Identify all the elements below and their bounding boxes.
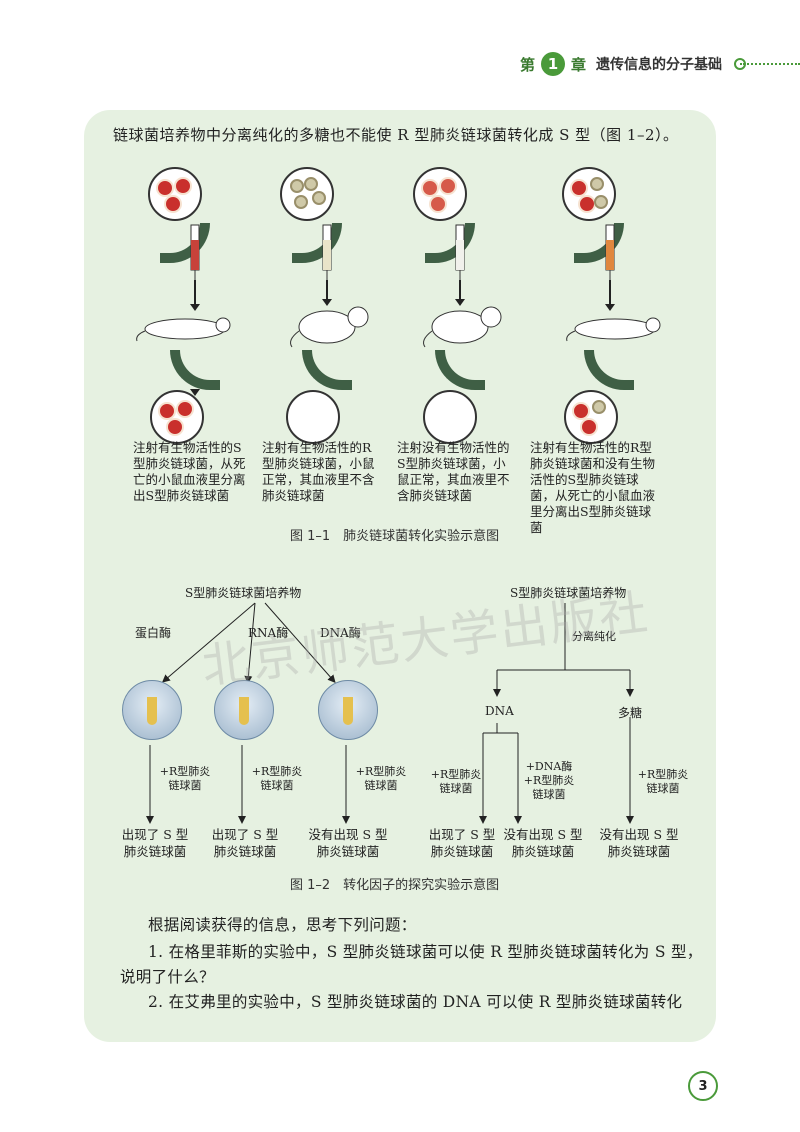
polysaccharide-label: 多糖: [618, 706, 643, 720]
figure1-caption-2: 注射有生物活性的R型肺炎链球菌，小鼠正常，其血液里不含肺炎链球菌: [262, 440, 375, 503]
dna-label: DNA: [485, 704, 514, 718]
chapter-suffix: 章: [571, 55, 587, 74]
arrow-icon: [605, 280, 615, 311]
dead-mouse-icon: [136, 317, 231, 342]
empty-petri-dish-icon: [286, 390, 340, 444]
scene-2: [262, 165, 412, 465]
figure1-caption-1: 注射有生物活性的S型肺炎链球菌，从死亡的小鼠血液里分离出S型肺炎链球菌: [133, 440, 246, 503]
petri-dish-icon: [150, 390, 204, 444]
dna-add-r-label: +R型肺炎 链球菌: [430, 768, 482, 795]
figure1-caption-3: 注射没有生物活性的S型肺炎链球菌，小鼠正常，其血液里不含肺炎链球菌: [397, 440, 510, 503]
curved-arrow-icon: [170, 350, 220, 390]
chapter-header: 第 1 章 遗传信息的分子基础: [520, 52, 747, 76]
question-1-line-1: 1. 在格里菲斯的实验中，S 型肺炎链球菌可以使 R 型肺炎链球菌转化为 S 型…: [148, 943, 703, 961]
chapter-prefix: 第: [520, 55, 536, 74]
scene-4: [540, 165, 690, 465]
figure1-caption-4: 注射有生物活性的R型肺炎链球菌和没有生物活性的S型肺炎链球菌，从死亡的小鼠血液里…: [530, 440, 656, 535]
add-r-label: +R型肺炎 链球菌: [251, 765, 303, 792]
curved-arrow-icon: [584, 350, 634, 390]
enzyme-label-rnase: RNA酶: [248, 626, 289, 640]
page-number: 3: [688, 1071, 718, 1101]
poly-add-r-label: +R型肺炎 链球菌: [637, 768, 689, 795]
arrow-icon: [455, 280, 465, 306]
left-source-label: S型肺炎链球菌培养物: [185, 586, 302, 600]
petri-dish-icon: [280, 167, 334, 221]
scene-1: [130, 165, 280, 465]
figure1-title: 图 1–1 肺炎链球菌转化实验示意图: [290, 529, 500, 544]
petri-dish-icon: [562, 167, 616, 221]
left-result-3: 没有出现 S 型 肺炎链球菌: [308, 827, 388, 859]
test-tube-icon: [318, 680, 378, 740]
scene-3: [395, 165, 545, 465]
right-result-2: 没有出现 S 型 肺炎链球菌: [503, 827, 583, 859]
intro-paragraph: 链球菌培养物中分离纯化的多糖也不能使 R 型肺炎链球菌转化成 S 型（图 1–2…: [113, 126, 679, 144]
add-r-label: +R型肺炎 链球菌: [159, 765, 211, 792]
enzyme-label-dnase: DNA酶: [320, 626, 361, 640]
curved-arrow-icon: [435, 350, 485, 390]
separation-label: 分离纯化: [572, 630, 616, 643]
dead-mouse-icon: [566, 317, 661, 342]
questions-lead: 根据阅读获得的信息，思考下列问题：: [148, 916, 417, 934]
chapter-title: 遗传信息的分子基础: [596, 57, 723, 73]
arrow-icon: [322, 280, 332, 306]
left-result-2: 出现了 S 型 肺炎链球菌: [211, 827, 279, 859]
right-result-1: 出现了 S 型 肺炎链球菌: [428, 827, 496, 859]
live-mouse-icon: [290, 306, 369, 348]
empty-petri-dish-icon: [423, 390, 477, 444]
left-result-1: 出现了 S 型 肺炎链球菌: [121, 827, 189, 859]
question-1-line-2: 说明了什么？: [120, 968, 215, 986]
test-tube-icon: [122, 680, 182, 740]
figure2-title: 图 1–2 转化因子的探究实验示意图: [290, 878, 500, 893]
petri-dish-icon: [413, 167, 467, 221]
figure2-connectors: [146, 602, 634, 824]
enzyme-label-protease: 蛋白酶: [135, 626, 172, 640]
curved-arrow-icon: [302, 350, 352, 390]
petri-dish-icon: [564, 390, 618, 444]
dna-add-dnase-label: +DNA酶 +R型肺炎 链球菌: [523, 760, 575, 801]
question-2-line-1: 2. 在艾弗里的实验中，S 型肺炎链球菌的 DNA 可以使 R 型肺炎链球菌转化: [148, 993, 683, 1011]
right-result-3: 没有出现 S 型 肺炎链球菌: [599, 827, 679, 859]
add-r-label: +R型肺炎 链球菌: [355, 765, 407, 792]
petri-dish-icon: [148, 167, 202, 221]
arrow-icon: [190, 280, 200, 311]
live-mouse-icon: [423, 306, 502, 348]
chapter-number-badge: 1: [541, 52, 566, 76]
right-source-label: S型肺炎链球菌培养物: [510, 586, 627, 600]
header-dotted-rule: [740, 63, 800, 65]
test-tube-icon: [214, 680, 274, 740]
